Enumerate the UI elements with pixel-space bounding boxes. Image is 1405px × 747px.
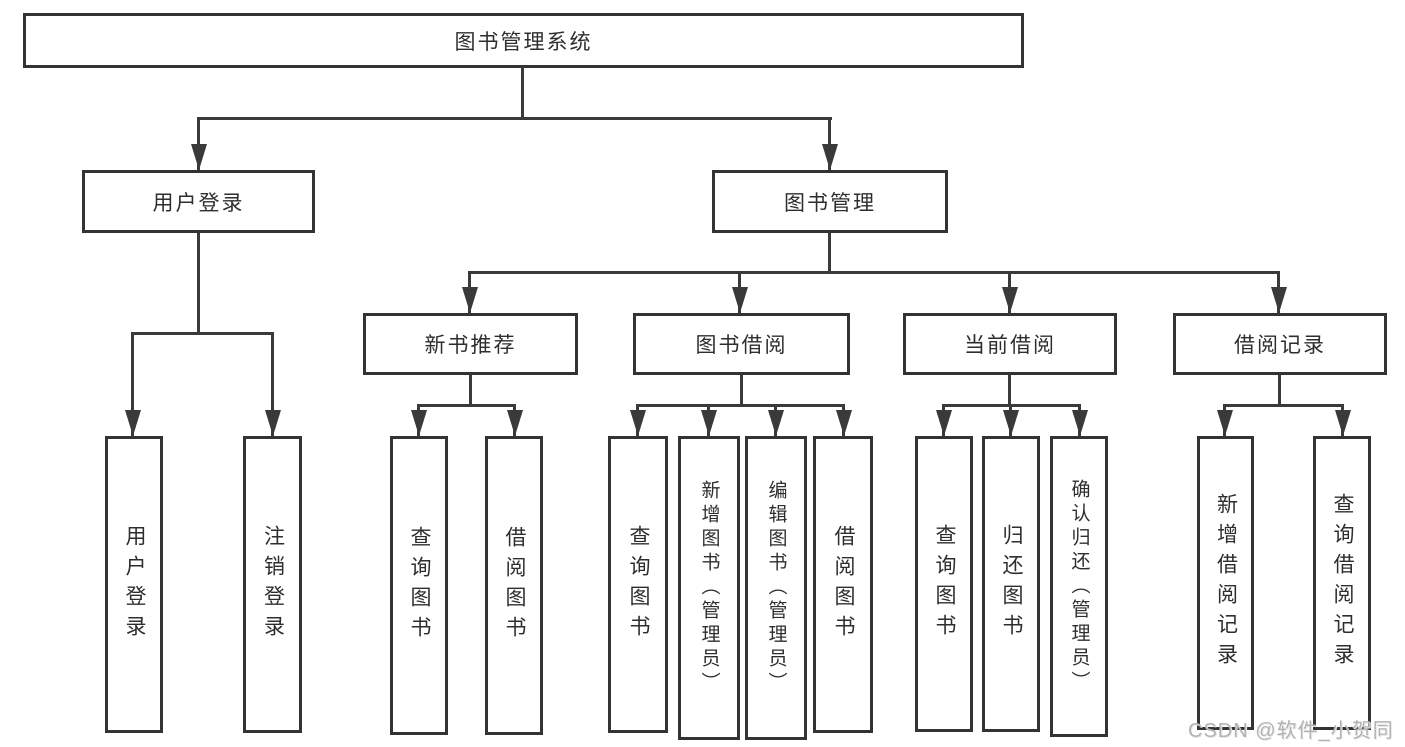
leaf-query-books-recommend: 查询图书 [390,436,448,735]
arrow-down-icon [1078,404,1081,436]
connector-borrow-bus [636,404,845,407]
arrow-down-icon [513,404,516,436]
connector-recommend-bus [417,404,516,407]
arrow-down-icon [942,404,945,436]
csdn-watermark: CSDN @软件_小贺同学 [1188,720,1394,742]
arrow-down-icon [738,271,741,313]
arrow-down-icon [131,332,134,436]
connector-login-stem [197,233,200,334]
leaf-return-books: 归还图书 [982,436,1040,732]
connector-management-stem [828,233,831,273]
arrow-down-icon [468,271,471,313]
node-user-login: 用户登录 [82,170,315,233]
connector-management-bus [468,271,1279,274]
arrow-down-icon [842,404,845,436]
arrow-down-icon [197,117,200,170]
leaf-logout: 注销登录 [243,436,302,733]
node-borrow-records: 借阅记录 [1173,313,1387,375]
leaf-add-borrow-record: 新增借阅记录 [1197,436,1254,730]
connector-records-bus [1223,404,1344,407]
arrow-down-icon [1009,404,1012,436]
arrow-down-icon [774,404,777,436]
connector-root-bus [197,117,832,120]
leaf-add-books-admin: 新增图书（管理员） [678,436,740,740]
connector-current-stem [1008,375,1011,406]
arrow-down-icon [1008,271,1011,313]
connector-login-bus [131,332,274,335]
node-current-borrow: 当前借阅 [903,313,1117,375]
leaf-confirm-return-admin: 确认归还（管理员） [1050,436,1108,737]
arrow-down-icon [417,404,420,436]
leaf-borrow-books: 借阅图书 [813,436,873,733]
arrow-down-icon [828,117,831,170]
node-book-borrow: 图书借阅 [633,313,850,375]
node-library-system: 图书管理系统 [23,13,1024,68]
leaf-query-books-borrow: 查询图书 [608,436,668,733]
arrow-down-icon [1223,404,1226,436]
connector-borrow-stem [740,375,743,406]
arrow-down-icon [707,404,710,436]
node-new-book-recommend: 新书推荐 [363,313,578,375]
leaf-borrow-books-recommend: 借阅图书 [485,436,543,735]
arrow-down-icon [1341,404,1344,436]
leaf-query-books-current: 查询图书 [915,436,973,732]
node-book-management: 图书管理 [712,170,948,233]
arrow-down-icon [1277,271,1280,313]
connector-root-stem [521,67,524,119]
arrow-down-icon [636,404,639,436]
leaf-edit-books-admin: 编辑图书（管理员） [745,436,807,740]
leaf-query-borrow-record: 查询借阅记录 [1313,436,1371,730]
leaf-user-login: 用户登录 [105,436,163,733]
connector-recommend-stem [469,375,472,406]
connector-records-stem [1278,375,1281,406]
arrow-down-icon [271,332,274,436]
